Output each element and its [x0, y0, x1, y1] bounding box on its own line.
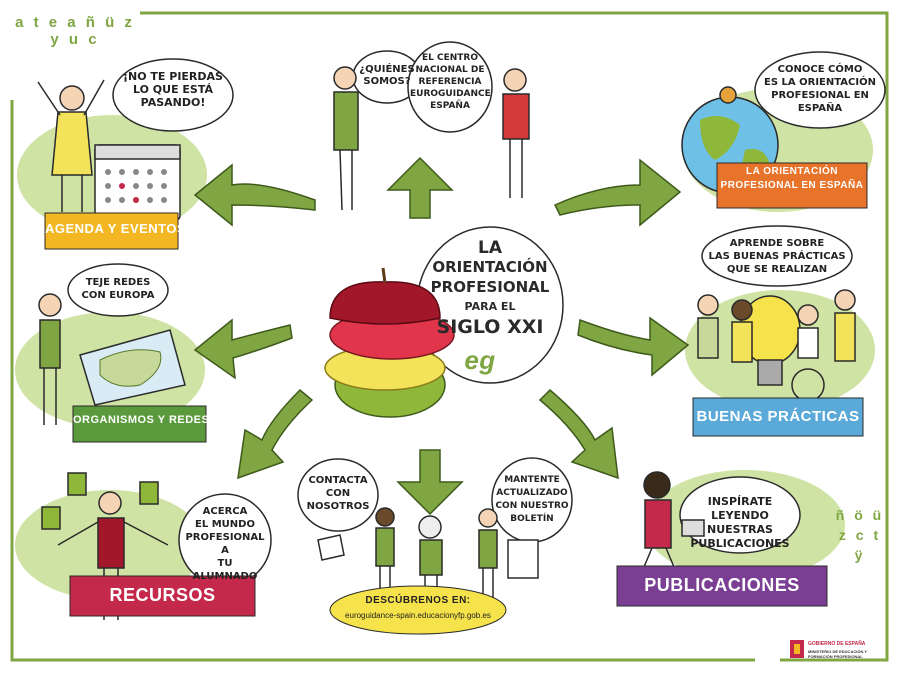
contacto-footer-title: DESCÚBRENOS EN:	[365, 595, 471, 606]
arrow-to-contacto	[396, 449, 464, 516]
decor-letters-bottom-right: ñ ö ü z c t ÿ	[835, 507, 885, 563]
europe-map-illustration	[79, 329, 186, 406]
recursos-bubble-text: ACERCA EL MUNDO PROFESIONAL A TU ALUMNAD…	[185, 506, 265, 582]
decor-letters-top-left: a t e a ñ ü z y u c	[15, 14, 135, 48]
buenas-label: BUENAS PRÁCTICAS	[696, 408, 860, 425]
arrow-to-orientacion	[553, 158, 682, 227]
organismos-label-box	[72, 405, 207, 443]
publicaciones-bubble-shape	[679, 476, 801, 554]
recursos-label: RECURSOS	[109, 585, 216, 605]
agenda-bubble-text: ¡NO TE PIERDAS LO QUE ESTÁ PASANDO!	[123, 70, 223, 109]
arrow-to-organismos	[193, 318, 293, 380]
buenas-bubble-shape	[701, 225, 853, 287]
agenda-label-box	[44, 212, 179, 250]
arrow-to-buenas	[577, 316, 690, 377]
center-title-line1: LA	[478, 238, 502, 258]
center-title-line5: SIGLO XXI	[436, 316, 544, 338]
publicaciones-label: PUBLICACIONES	[644, 575, 800, 595]
orientacion-label-box	[716, 162, 868, 209]
organismos-bubble-text: TEJE REDES CON EUROPA	[81, 277, 155, 301]
frame-line-top-right	[140, 11, 889, 662]
apple-illustration	[324, 267, 455, 418]
contacto-footer-url[interactable]: euroguidance-spain.educacionyfp.gob.es	[345, 611, 491, 620]
arrow-to-publicaciones	[538, 388, 619, 480]
buenas-label-box	[692, 397, 864, 437]
people-illustrations	[37, 66, 856, 620]
agenda-bubble-shape	[112, 58, 234, 132]
orientacion-bubble-text: CONOCE CÓMO ES LA ORIENTACIÓN PROFESIONA…	[764, 64, 876, 114]
frame-line-bottom-left	[10, 100, 755, 662]
arrow-to-recursos	[237, 388, 314, 480]
quienes-bubble-right-shape	[407, 41, 493, 133]
orientacion-bubble-shape	[754, 51, 886, 129]
ministry-line2: MINISTERIO DE EDUCACIÓN Y FORMACIÓN PROF…	[808, 649, 867, 659]
arrow-to-agenda	[193, 163, 316, 227]
contacto-bubble-left-shape	[297, 458, 379, 532]
recursos-label-box	[69, 575, 256, 617]
agenda-label: AGENDA Y EVENTOS	[45, 221, 187, 236]
contacto-bubble-left-text: CONTACTA CON NOSOTROS	[306, 475, 370, 512]
arrow-to-quienes	[386, 156, 454, 219]
euroguidance-logo: eg	[464, 345, 496, 375]
organismos-label: ORGANISMOS Y REDES	[73, 414, 210, 426]
buenas-bubble-text: APRENDE SOBRE LAS BUENAS PRÁCTICAS QUE S…	[708, 238, 846, 275]
quienes-bubble-left-text: ¿QUIÉNES SOMOS?	[359, 64, 415, 87]
center-title-line2: ORIENTACIÓN	[432, 258, 548, 276]
center-title-line3: PROFESIONAL	[430, 278, 550, 296]
center-title-line4: PARA EL	[464, 300, 516, 313]
organismos-bubble-shape	[67, 263, 169, 317]
ministry-line1: GOBIERNO DE ESPAÑA	[808, 641, 866, 647]
publicaciones-label-box	[616, 565, 828, 607]
orientacion-label: LA ORIENTACIÓN PROFESIONAL EN ESPAÑA	[720, 166, 864, 191]
quienes-bubble-right-text: EL CENTRO NACIONAL DE REFERENCIA EUROGUI…	[410, 53, 491, 111]
calendar-illustration	[94, 144, 181, 221]
contacto-footer-shape	[329, 585, 507, 635]
contacto-bubble-right-text: MANTENTE ACTUALIZADO CON NUESTRO BOLETÍN	[495, 475, 569, 524]
publicaciones-bubble-text: INSPÍRATE LEYENDO NUESTRAS PUBLICACIONES	[690, 495, 790, 550]
